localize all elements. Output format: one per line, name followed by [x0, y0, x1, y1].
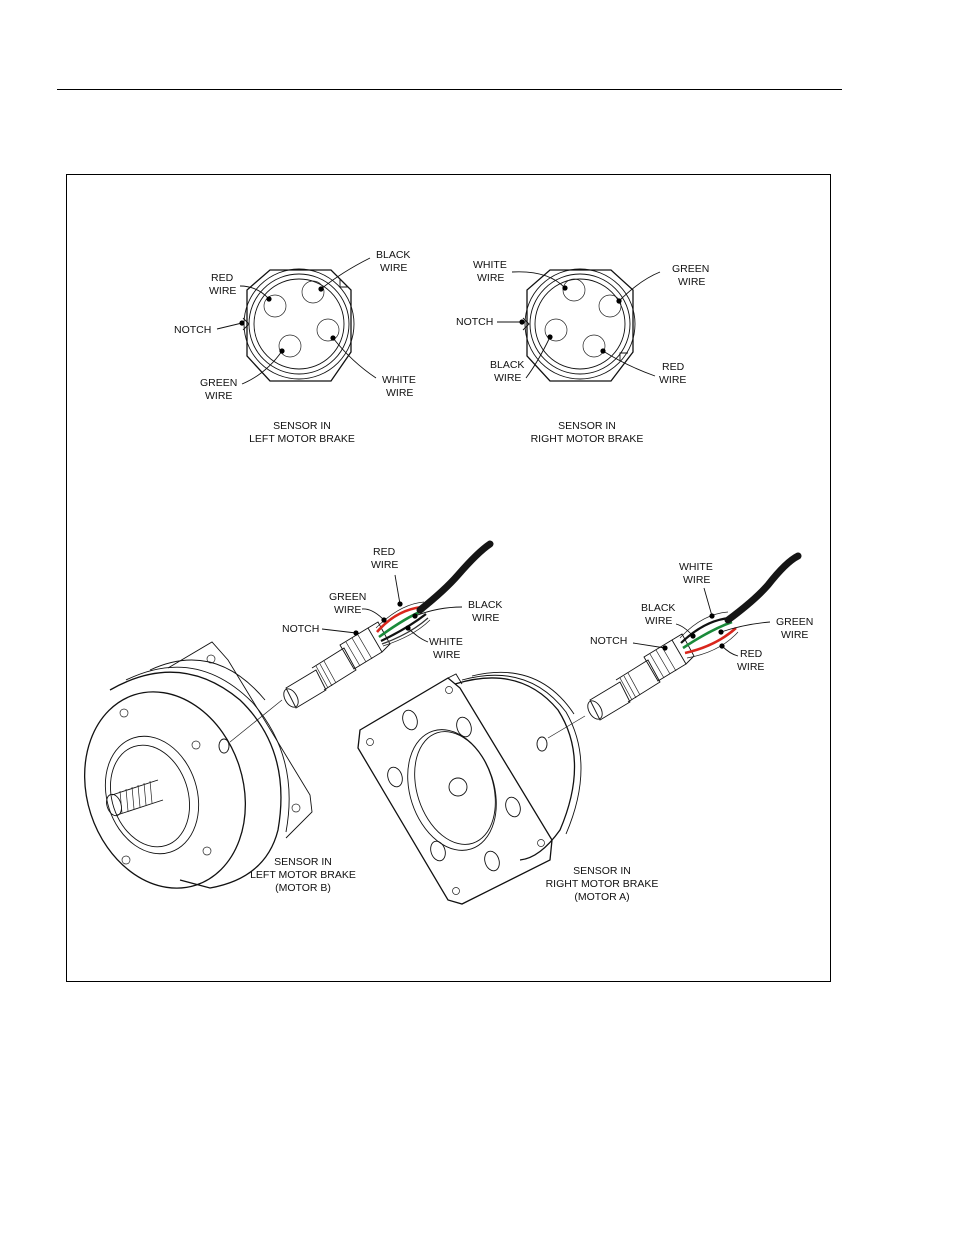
black-pin: [302, 281, 324, 303]
red-pin: [583, 335, 605, 357]
green-pin: [599, 295, 621, 317]
left-assembly-notch-label: NOTCH: [282, 623, 319, 635]
left-face-notch-label: NOTCH: [174, 324, 211, 336]
right-assembly-notch-label: NOTCH: [590, 635, 627, 647]
green-pin: [279, 335, 301, 357]
white-pin: [317, 319, 339, 341]
right-face-notch-label: NOTCH: [456, 316, 493, 328]
